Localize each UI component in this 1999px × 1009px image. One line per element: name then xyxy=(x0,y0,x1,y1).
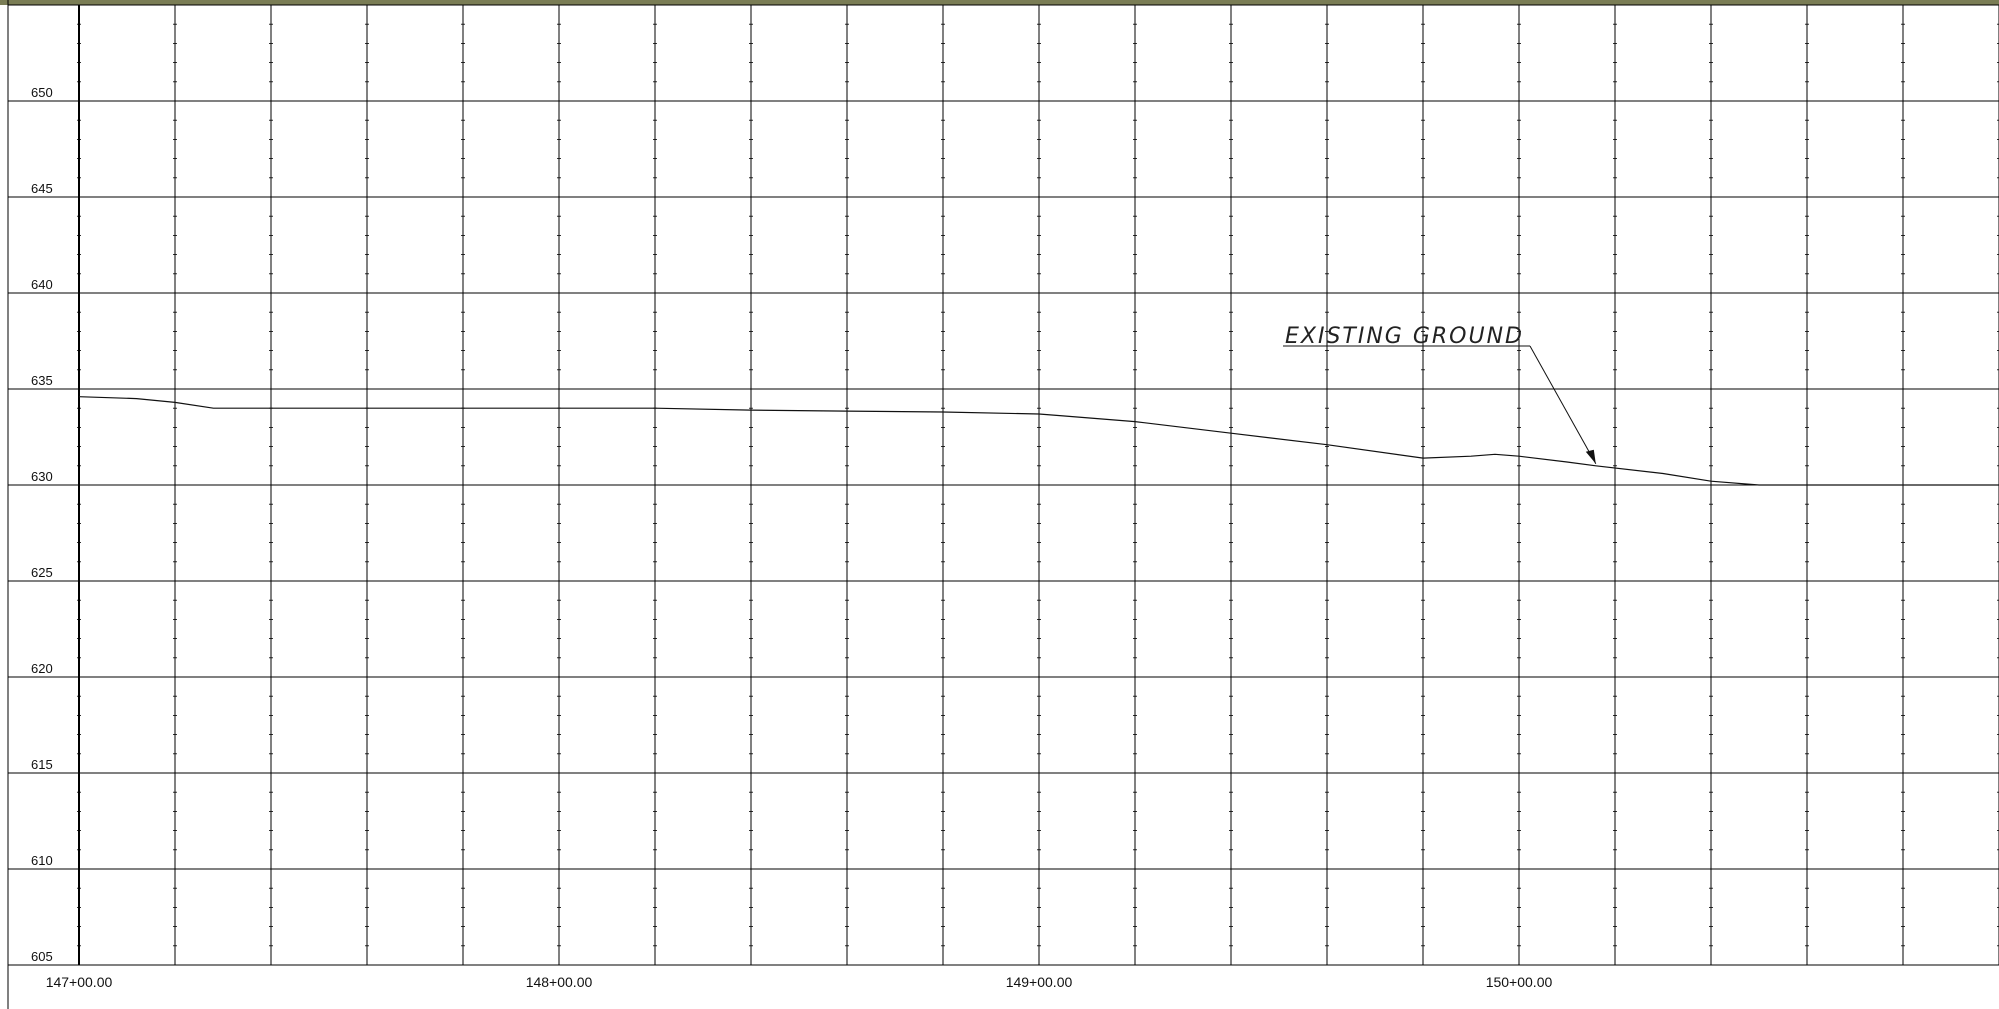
grid xyxy=(8,4,1999,966)
elevation-tick-label: 620 xyxy=(31,661,53,676)
elevation-tick-label: 635 xyxy=(31,373,53,388)
elevation-tick-label: 640 xyxy=(31,277,53,292)
callout-leader-line xyxy=(1529,345,1597,464)
elevation-tick-label: 645 xyxy=(31,181,53,196)
elevation-tick-label: 610 xyxy=(31,853,53,868)
elevation-tick-label: 605 xyxy=(31,949,53,964)
existing-ground-callout: EXISTING GROUND xyxy=(1283,324,1597,464)
station-tick-label: 148+00.00 xyxy=(526,974,593,990)
elevation-axis: 650 645 640 635 630 625 620 615 610 605 xyxy=(31,85,53,964)
elevation-tick-label: 650 xyxy=(31,85,53,100)
station-tick-label: 149+00.00 xyxy=(1006,974,1073,990)
elevation-tick-label: 615 xyxy=(31,757,53,772)
callout-arrowhead-icon xyxy=(1585,449,1596,464)
station-tick-label: 150+00.00 xyxy=(1486,974,1553,990)
station-axis: 147+00.00 148+00.00 149+00.00 150+00.00 xyxy=(46,974,1553,990)
elevation-tick-label: 630 xyxy=(31,469,53,484)
existing-ground-label: EXISTING GROUND xyxy=(1285,324,1524,349)
station-tick-label: 147+00.00 xyxy=(46,974,113,990)
background-imagery-strip xyxy=(0,0,1999,5)
elevation-tick-label: 625 xyxy=(31,565,53,580)
existing-ground-profile xyxy=(78,396,1999,486)
